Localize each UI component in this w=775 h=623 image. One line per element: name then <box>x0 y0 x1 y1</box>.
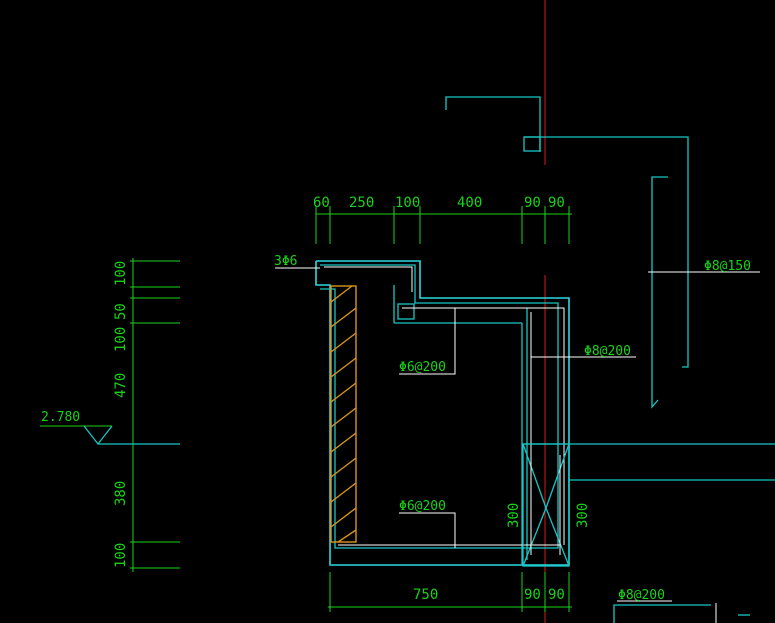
upper-bracket <box>445 96 541 152</box>
elevation-text: 2.780 <box>41 410 80 425</box>
top-dim-250: 250 <box>349 195 374 211</box>
left-dim-100-mid: 100 <box>113 327 129 352</box>
top-dim-100: 100 <box>395 195 420 211</box>
elevation-marker: 2.780 <box>40 410 130 446</box>
top-dim-90b: 90 <box>548 195 565 211</box>
label-3phi6: 3Φ6 <box>274 254 320 269</box>
left-dim-100-bottom: 100 <box>113 543 129 568</box>
label-phi6-200-upper: Φ6@200 <box>399 308 456 375</box>
label-phi8-200-bottom-text: Φ8@200 <box>618 588 665 603</box>
label-phi6-200-upper-text: Φ6@200 <box>399 360 446 375</box>
left-dim-470: 470 <box>113 373 129 398</box>
label-phi8-200-mid-text: Φ8@200 <box>584 344 631 359</box>
upper-small-box <box>523 136 541 152</box>
bottom-dim-750: 750 <box>413 587 438 603</box>
side-dim-300-right: 300 <box>575 503 591 528</box>
top-dim-400: 400 <box>457 195 482 211</box>
lower-right-fragment <box>613 604 711 623</box>
hatched-wall <box>330 285 357 543</box>
label-phi6-200-lower-text: Φ6@200 <box>399 499 446 514</box>
bottom-dim-90b: 90 <box>548 587 565 603</box>
top-dim-90a: 90 <box>524 195 541 211</box>
bottom-dim-90a: 90 <box>524 587 541 603</box>
section-inner-outline <box>320 264 559 549</box>
label-phi8-150-text: Φ8@150 <box>704 259 751 274</box>
label-phi8-150: Φ8@150 <box>648 259 760 274</box>
left-dim-50: 50 <box>113 303 129 320</box>
left-dimension-chain: 100 50 100 470 380 100 <box>113 258 180 572</box>
bottom-dimension-chain: 750 90 90 <box>328 572 572 612</box>
label-phi8-200-bottom: Φ8@200 <box>617 588 672 603</box>
label-phi6-200-lower: Φ6@200 <box>399 499 456 548</box>
right-outline-inner <box>651 176 668 409</box>
label-3phi6-text: 3Φ6 <box>274 254 297 269</box>
top-dimension-chain: 60 250 100 400 90 90 <box>313 195 572 244</box>
left-dim-380: 380 <box>113 481 129 506</box>
right-outline-top <box>524 136 689 368</box>
left-dim-100-top: 100 <box>113 261 129 286</box>
beam-section <box>522 443 775 567</box>
small-notch-box <box>397 303 415 320</box>
top-dim-60: 60 <box>313 195 330 211</box>
label-phi8-200-mid: Φ8@200 <box>531 344 636 359</box>
side-dim-300-left: 300 <box>506 503 522 528</box>
